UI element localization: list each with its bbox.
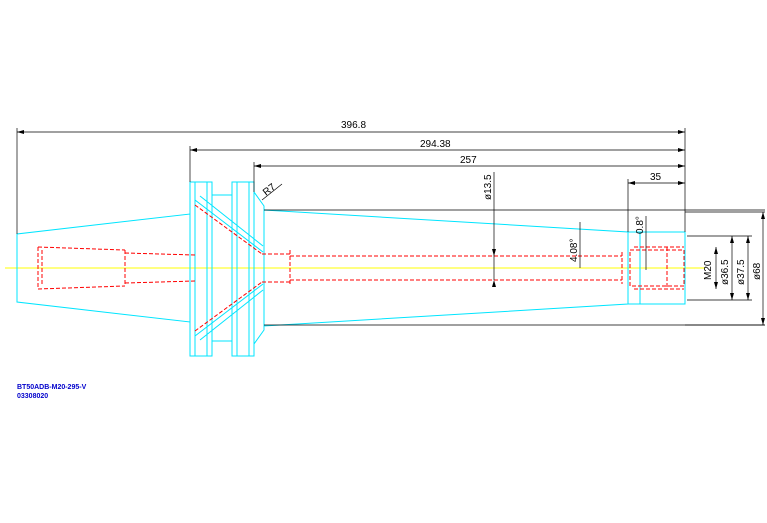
title-block: BT50ADB-M20-295-V 03308020 xyxy=(17,383,86,401)
dim-length-294: 294.38 xyxy=(420,139,451,150)
dim-taper-angle: 4.08° xyxy=(569,239,580,262)
dim-diameter-68: ø68 xyxy=(752,262,763,280)
dim-length-257: 257 xyxy=(460,155,477,166)
dim-radius: R7 xyxy=(261,182,278,199)
dim-length-35: 35 xyxy=(650,172,662,183)
dim-diameter-37: ø37.5 xyxy=(736,259,747,285)
dim-overall-length: 396.8 xyxy=(341,120,366,131)
part-code: 03308020 xyxy=(17,393,49,400)
arrowheads xyxy=(17,130,765,325)
dimension-lines xyxy=(16,128,765,326)
dim-small-angle: 0.8° xyxy=(635,216,646,234)
tool-outline xyxy=(16,181,686,357)
hidden-lines xyxy=(37,204,685,332)
dim-diameter-36: ø36.5 xyxy=(720,259,731,285)
dim-bore-diameter: ø13.5 xyxy=(483,174,494,200)
dim-thread: M20 xyxy=(703,260,714,280)
part-number: BT50ADB-M20-295-V xyxy=(17,384,87,391)
radius-leader xyxy=(261,183,283,201)
